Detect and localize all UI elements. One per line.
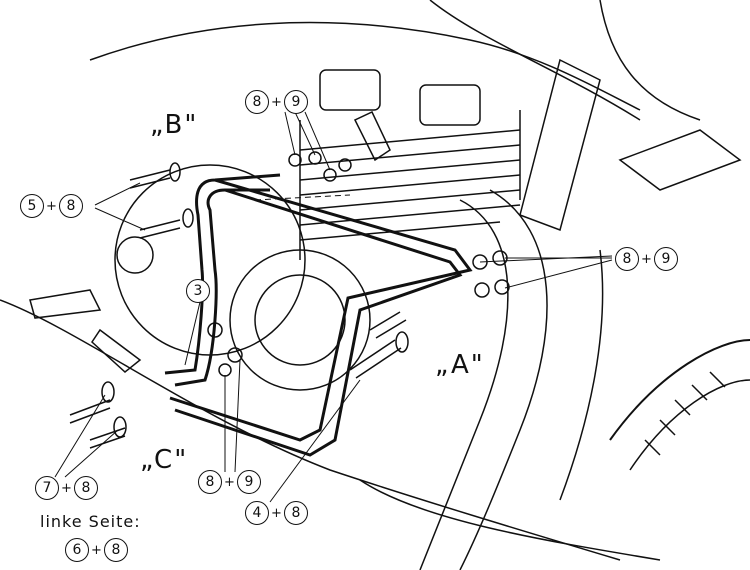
part-number: 8 [615, 247, 639, 271]
tank-outline [89, 21, 641, 111]
frame-lower-line [0, 299, 621, 561]
part-number: 6 [65, 538, 89, 562]
view-label-a: „A" [435, 350, 485, 380]
part-number: 8 [283, 501, 308, 525]
callout-3: 3 [186, 279, 210, 303]
footpeg [29, 289, 102, 319]
callout-bottom-8-9: 8+9 [198, 470, 261, 494]
part-number: 8 [245, 90, 269, 114]
part-number: 9 [653, 247, 678, 271]
part-number: 8 [73, 476, 98, 500]
part-number: 8 [103, 538, 128, 562]
callout-left-side-6-8: 6+8 [65, 538, 128, 562]
callout-7-8: 7+8 [35, 476, 98, 500]
callout-top-8-9: 8+9 [245, 90, 308, 114]
plus: + [91, 542, 102, 558]
part-number: 8 [58, 194, 83, 218]
crash-bar [164, 173, 473, 457]
plus: + [271, 505, 282, 521]
left-side-note: linke Seite: [40, 512, 141, 531]
view-label-b: „B" [150, 110, 199, 140]
part-number: 8 [198, 470, 222, 494]
view-label-c: „C" [140, 445, 189, 475]
bolts [69, 151, 510, 449]
engine-cover [114, 164, 306, 356]
part-number: 9 [236, 470, 261, 494]
part-number: 7 [35, 476, 59, 500]
plus: + [224, 474, 235, 490]
part-number: 4 [245, 501, 269, 525]
plus: + [271, 94, 282, 110]
plus: + [641, 251, 652, 267]
plus: + [46, 198, 57, 214]
cylinder-head [299, 69, 521, 260]
part-number: 9 [283, 90, 308, 114]
part-number: 3 [186, 279, 210, 303]
callout-left-5-8: 5+8 [20, 194, 83, 218]
part-number: 5 [20, 194, 44, 218]
callout-4-8: 4+8 [245, 501, 308, 525]
plus: + [61, 480, 72, 496]
callout-right-8-9: 8+9 [615, 247, 678, 271]
spark-plug-cap [353, 111, 391, 162]
